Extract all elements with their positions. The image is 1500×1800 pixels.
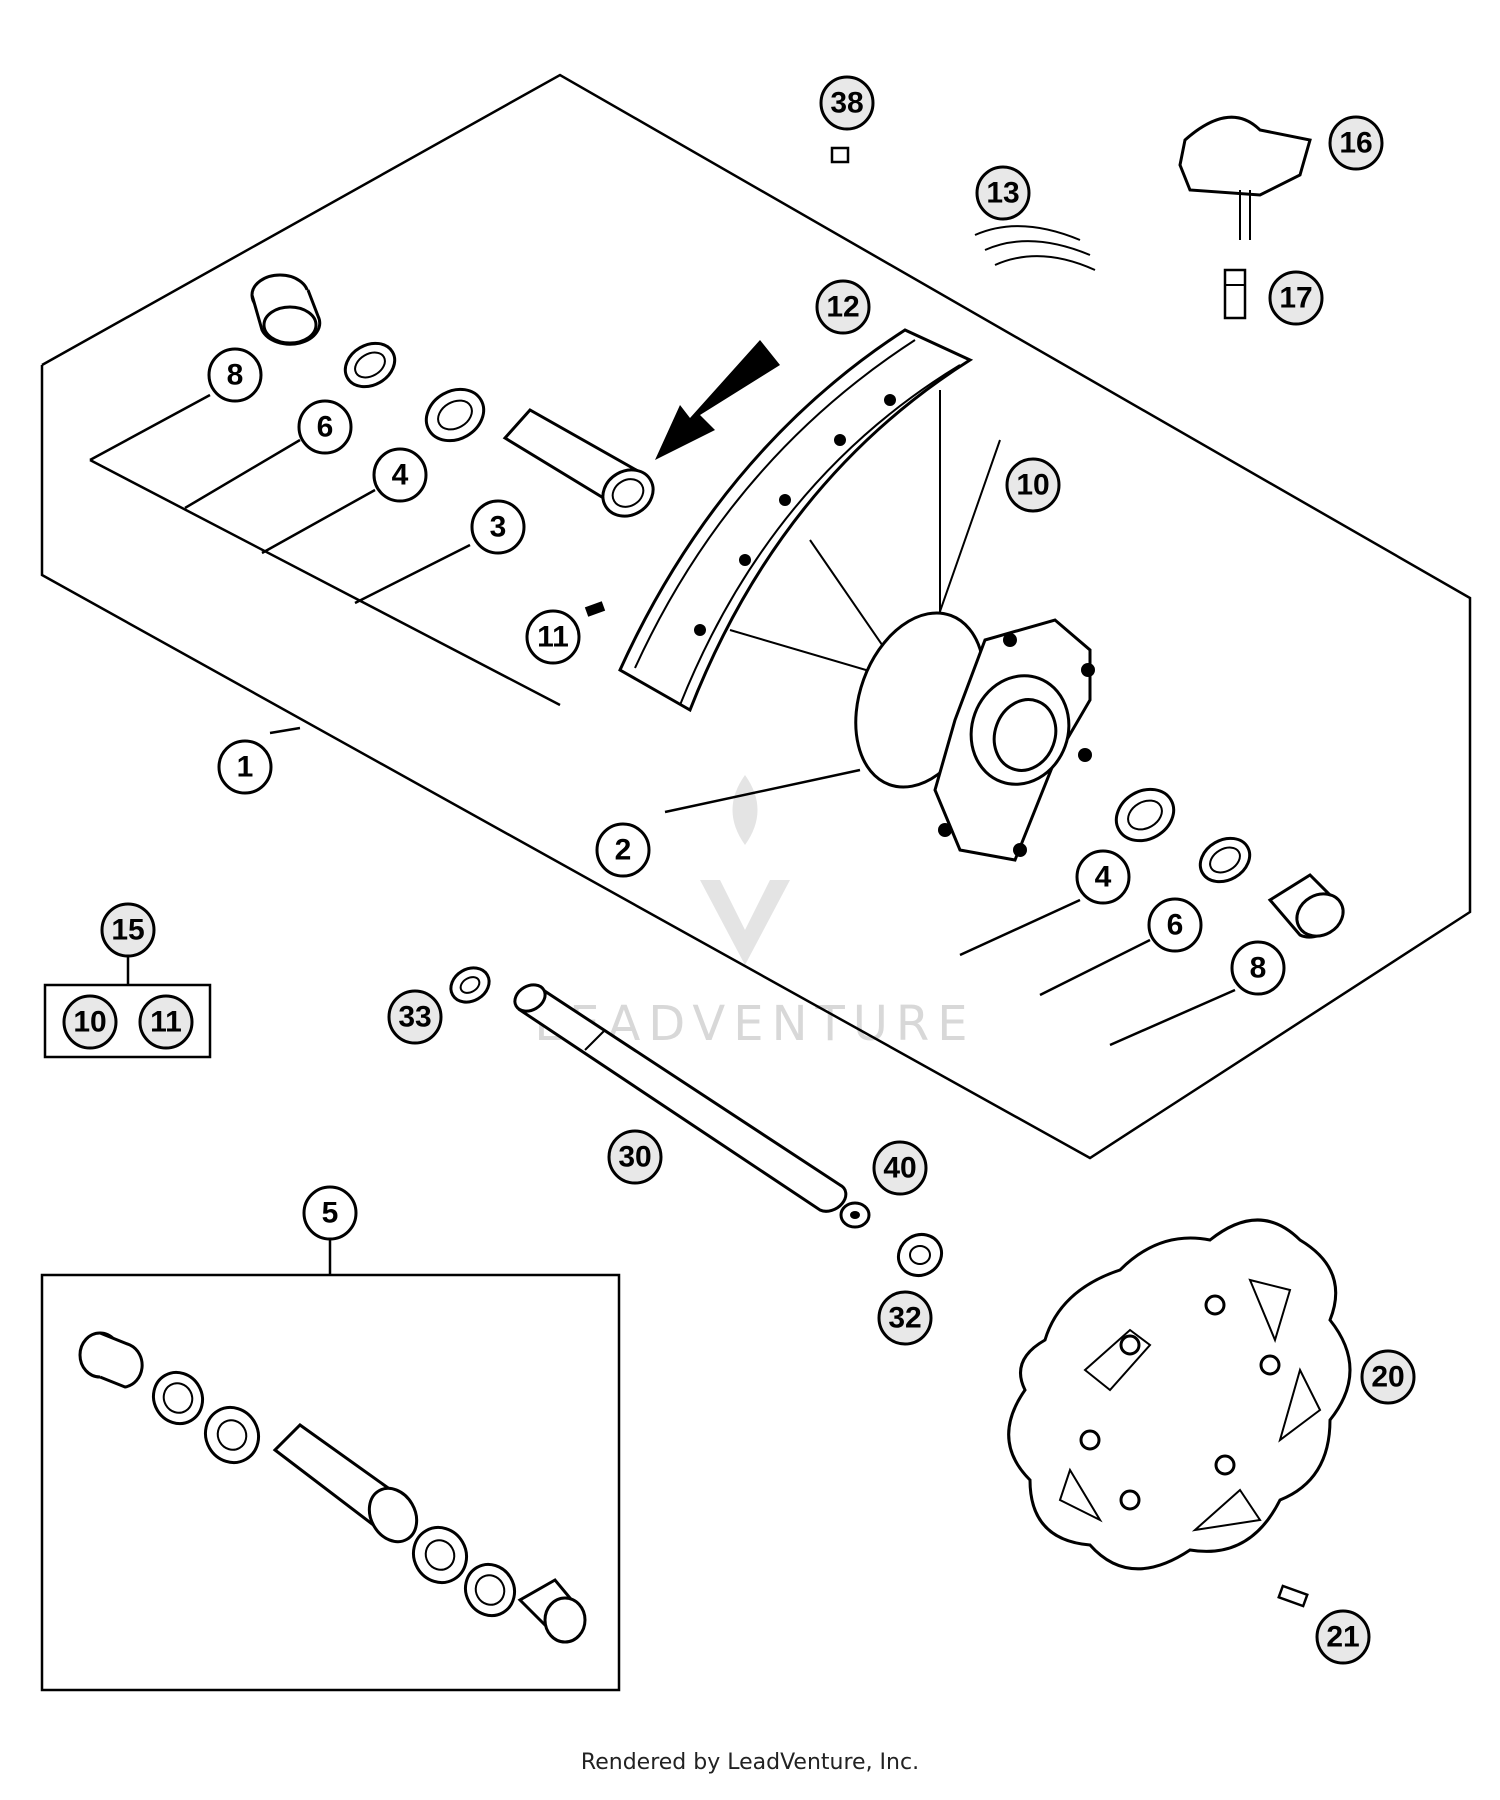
svg-text:12: 12 [826,291,859,324]
nut-17 [1223,268,1247,320]
callout-10: 10 [1005,457,1061,513]
callout-17: 17 [1268,270,1324,326]
svg-text:16: 16 [1339,127,1372,160]
svg-text:30: 30 [618,1141,651,1174]
brake-disc-20 [1007,1218,1352,1571]
spacer-8-right [1267,873,1345,939]
leader-lines [89,393,1236,1275]
rim-tape-13 [974,225,1096,271]
rim-12 [618,328,974,713]
collar-33 [449,966,491,1004]
rotation-arrow [655,340,780,460]
hub-2 [854,611,1095,862]
valve-16 [1178,115,1312,240]
svg-text:21: 21 [1326,1621,1359,1654]
svg-text:15: 15 [111,914,144,947]
seal-6-right [1198,836,1252,884]
footer-credit: Rendered by LeadVenture, Inc. [580,1750,920,1775]
svg-text:4: 4 [392,459,409,492]
callout-kit11: 11 [138,994,194,1050]
callout-4a: 4 [372,447,428,503]
svg-text:20: 20 [1371,1361,1404,1394]
callout-16: 16 [1328,115,1384,171]
svg-text:5: 5 [322,1197,339,1230]
nipple-11 [584,601,606,617]
svg-text:32: 32 [888,1302,921,1335]
seal-6-left [343,341,397,389]
svg-text:1: 1 [237,751,254,784]
callout-38: 38 [819,75,875,131]
svg-text:11: 11 [150,1006,182,1039]
callout-33: 33 [387,989,443,1045]
callout-30: 30 [607,1129,663,1185]
svg-text:10: 10 [1016,469,1049,502]
callout-13: 13 [975,165,1031,221]
svg-text:13: 13 [986,177,1019,210]
callout-32: 32 [877,1290,933,1346]
screw-38 [830,146,850,164]
svg-text:40: 40 [883,1152,916,1185]
callout-6b: 6 [1147,897,1203,953]
axle-30 [513,983,848,1213]
callout-40: 40 [872,1140,928,1196]
bearing-4-right [1114,787,1176,843]
callout-12: 12 [815,279,871,335]
svg-text:4: 4 [1095,861,1112,894]
callout-1: 1 [217,739,273,795]
callout-21: 21 [1315,1609,1371,1665]
callout-kit10: 10 [62,994,118,1050]
watermark: LEADVENTURE [534,775,968,1052]
callout-6a: 6 [297,399,353,455]
distance-tube-3 [502,408,655,518]
callout-5: 5 [302,1185,358,1241]
svg-text:8: 8 [227,359,244,392]
svg-text:6: 6 [317,411,334,444]
spacer-8-left [250,273,322,346]
callout-2: 2 [595,822,651,878]
callout-8a: 8 [207,347,263,403]
bearing-kit-box-5 [40,1273,621,1692]
wheel-assembly-frame [40,73,1472,1160]
svg-text:38: 38 [830,87,863,120]
svg-text:17: 17 [1279,282,1312,315]
screw-21 [1277,1584,1309,1608]
washer-40 [839,1201,871,1229]
svg-text:33: 33 [398,1001,431,1034]
svg-text:8: 8 [1250,952,1267,985]
svg-text:11: 11 [537,621,569,654]
nut-32 [896,1232,944,1278]
kit-5-parts [78,1331,587,1644]
svg-text:6: 6 [1167,909,1184,942]
callout-15: 15 [100,902,156,958]
svg-text:3: 3 [490,511,507,544]
bearing-4-left [424,387,486,443]
callout-3: 3 [470,499,526,555]
callout-8b: 8 [1230,940,1286,996]
callout-11: 11 [525,609,581,665]
svg-text:2: 2 [615,834,632,867]
callout-20: 20 [1360,1349,1416,1405]
callout-4b: 4 [1075,849,1131,905]
svg-text:10: 10 [73,1006,106,1039]
kit-box-15 [43,983,212,1059]
